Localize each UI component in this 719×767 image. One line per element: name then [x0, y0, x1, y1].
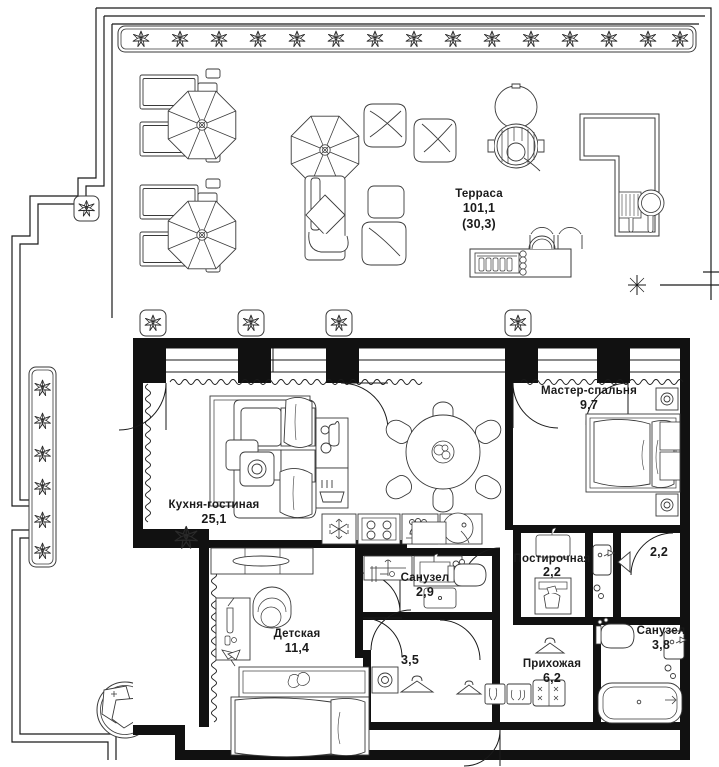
hall-fixtures	[399, 675, 566, 707]
planter-strip-left	[28, 366, 57, 568]
room-label-terrace-area: 101,1	[463, 201, 495, 215]
dining-set	[381, 401, 506, 513]
room-label-master-name: Мастер-спальня	[541, 385, 637, 397]
kitchen-counter	[321, 512, 483, 545]
bar-stool-stack	[519, 250, 527, 276]
terrace-parapet	[11, 7, 712, 760]
room-label-laundry-area: 2,2	[543, 565, 561, 579]
living-sideboard	[315, 417, 349, 509]
room-label-hall-name: Прихожая	[523, 658, 581, 670]
planter-strip-top	[117, 25, 697, 53]
bath1-fixtures	[371, 521, 487, 609]
planters-on-columns	[139, 309, 532, 337]
exterior-walls	[133, 338, 690, 760]
terrace-marker-icon	[628, 271, 719, 295]
master-bed	[585, 413, 681, 493]
room-label-hall-area: 6,2	[543, 671, 561, 685]
corridor-hanger-icon	[399, 675, 435, 693]
room-label-laundry-name: Постирочная	[514, 553, 591, 565]
sofa	[233, 397, 317, 519]
outdoor-bar-counter	[469, 227, 583, 278]
room-label-bath2-name: Санузел	[637, 625, 686, 637]
master-nightstand-lamps	[655, 387, 679, 517]
room-label-kitchen-name: Кухня-гостиная	[169, 499, 260, 511]
room-label-terrace-name: Терраса	[455, 188, 503, 200]
curtain-line	[169, 379, 684, 385]
room-label-bath1-name: Санузел	[401, 572, 450, 584]
bbq-grill	[487, 83, 545, 172]
room-label-nursery-area: 11,4	[285, 641, 309, 655]
hall-hanger-icon	[455, 680, 483, 695]
room-label-bath2-area: 3,8	[652, 638, 670, 652]
room-labels: Терраса 101,1 (30,3) Мастер-спальня 9,7 …	[169, 188, 686, 685]
room-label-master-area: 9,7	[580, 398, 598, 412]
room-label-nursery-name: Детская	[274, 628, 321, 640]
bath2-fixtures	[595, 617, 687, 724]
laundry-fixtures	[534, 527, 572, 654]
room-label-bath1-area: 2,9	[416, 585, 434, 599]
room-label-terrace-area2: (30,3)	[462, 217, 496, 231]
outdoor-seating-group	[361, 103, 457, 266]
room-label-storage-area: 2,2	[650, 545, 668, 559]
doors	[118, 382, 674, 767]
nursery-furniture	[215, 586, 399, 758]
outdoor-kitchen-counter	[579, 113, 665, 237]
planter-square-corner	[73, 195, 100, 222]
room-label-corridor-area: 3,5	[401, 653, 419, 667]
shower-room-fixtures	[592, 544, 631, 599]
coffee-table	[225, 439, 275, 487]
room-label-kitchen-area: 25,1	[201, 512, 226, 526]
umbrella-center-group	[290, 115, 360, 261]
curtain-line-left	[145, 383, 217, 723]
